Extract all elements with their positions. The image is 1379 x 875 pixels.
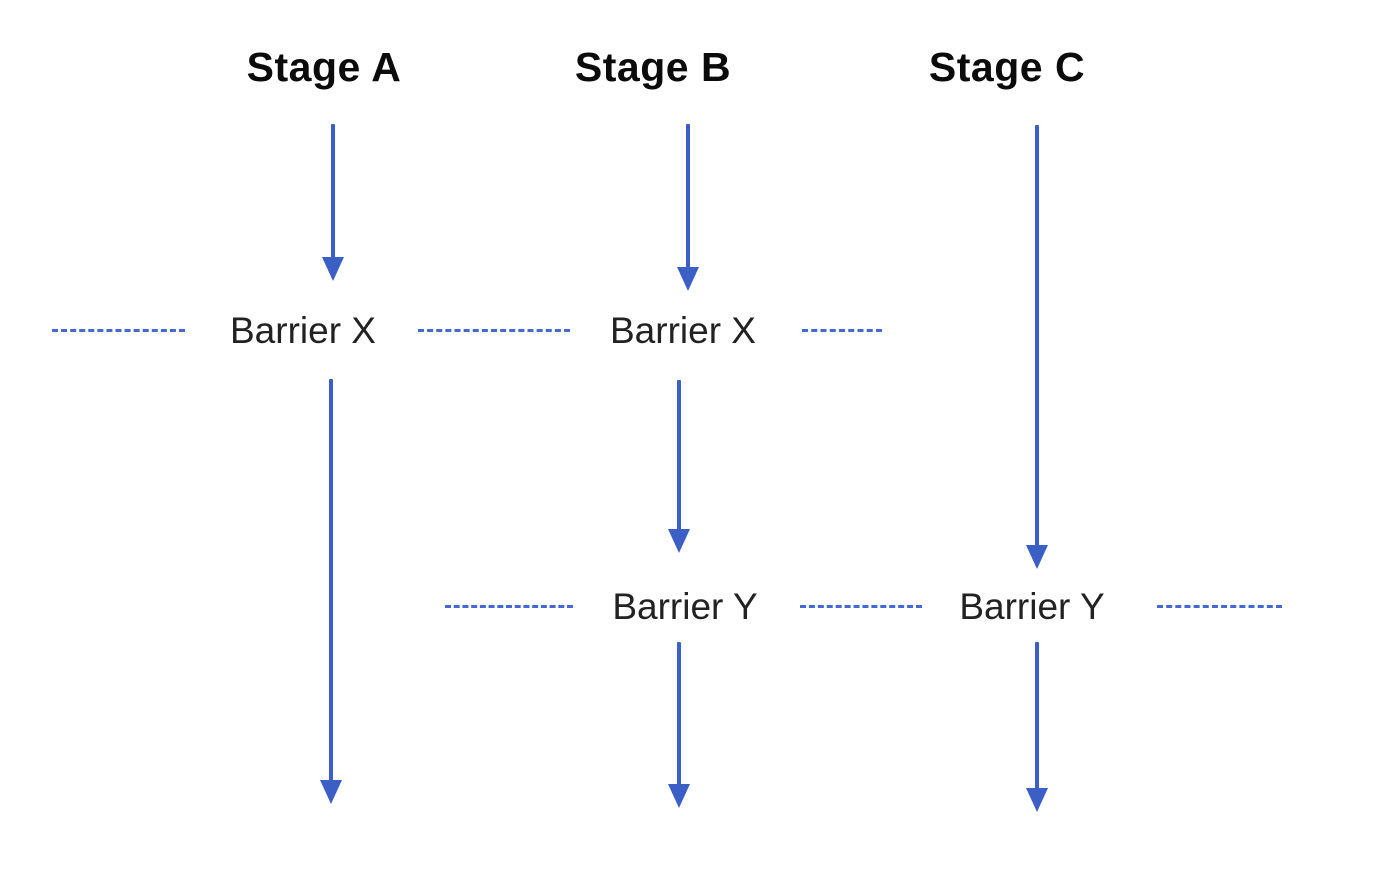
stage-b-title: Stage B xyxy=(574,44,732,90)
stage-b-arrow-after-barrier-y-icon xyxy=(668,642,690,808)
stage-a-arrow-after-barrier-x-icon xyxy=(320,379,342,804)
stage-c-arrow-to-barrier-y-icon xyxy=(1026,125,1048,569)
stage-c-title: Stage C xyxy=(928,44,1086,90)
barrier-y-dashed-line-right xyxy=(1157,605,1282,608)
stage-a-arrow-to-barrier-x-icon xyxy=(322,124,344,281)
barrier-y-label-stage-c: Barrier Y xyxy=(959,586,1105,627)
barrier-x-dashed-line-left xyxy=(52,329,185,332)
stage-a-title: Stage A xyxy=(246,44,402,90)
stage-c-arrow-after-barrier-y-icon xyxy=(1026,642,1048,812)
barrier-y-label-stage-b: Barrier Y xyxy=(612,586,758,627)
barrier-x-label-stage-a: Barrier X xyxy=(230,310,376,351)
barrier-y-dashed-line-left xyxy=(445,605,573,608)
barrier-y-dashed-line-middle xyxy=(800,605,922,608)
barrier-x-dashed-line-right xyxy=(802,329,882,332)
stage-b-arrow-to-barrier-y-icon xyxy=(668,380,690,553)
barrier-x-label-stage-b: Barrier X xyxy=(610,310,756,351)
barrier-x-dashed-line-middle xyxy=(418,329,570,332)
stage-b-arrow-to-barrier-x-icon xyxy=(677,124,699,291)
